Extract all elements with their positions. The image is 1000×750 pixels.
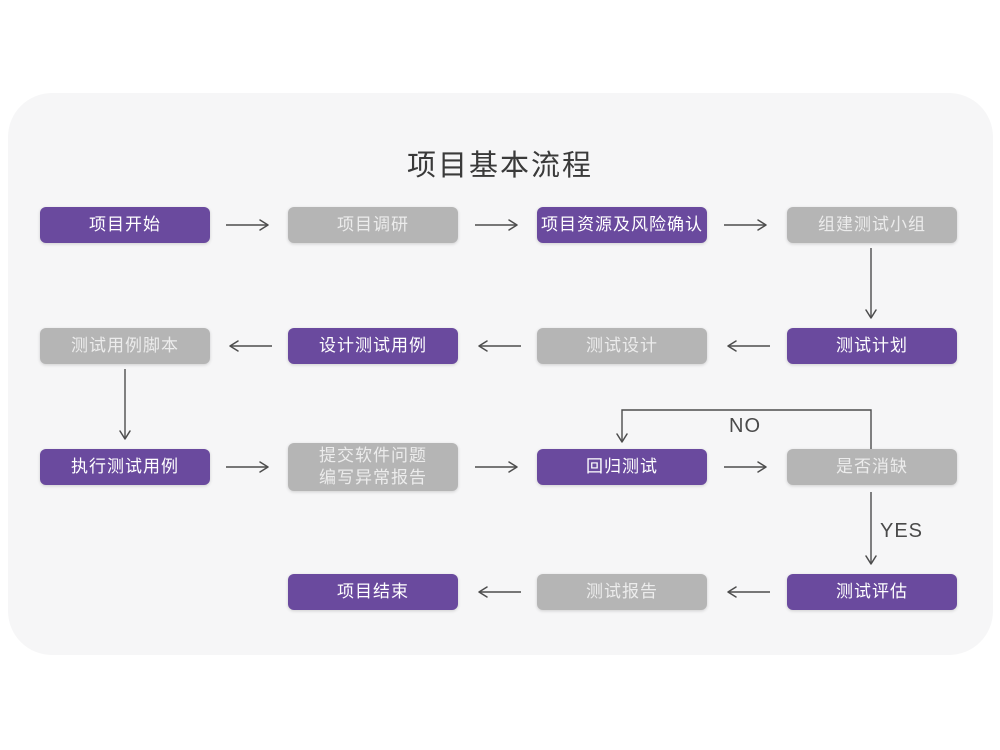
node-resource-risk: 项目资源及风险确认 — [537, 207, 707, 243]
node-label: 测试用例脚本 — [71, 335, 179, 355]
node-submit-issues: 提交软件问题 编写异常报告 — [288, 443, 458, 491]
node-test-report: 测试报告 — [537, 574, 707, 610]
node-project-research: 项目调研 — [288, 207, 458, 243]
node-label: 测试计划 — [836, 335, 908, 355]
node-label: 项目开始 — [89, 214, 161, 234]
node-label: 回归测试 — [586, 456, 658, 476]
node-label: 项目调研 — [337, 214, 409, 234]
node-label-line1: 提交软件问题 — [319, 445, 427, 465]
node-label: 设计测试用例 — [319, 335, 427, 355]
node-test-plan: 测试计划 — [787, 328, 957, 364]
node-label: 执行测试用例 — [71, 456, 179, 476]
node-label: 测试设计 — [586, 335, 658, 355]
node-execute-test-cases: 执行测试用例 — [40, 449, 210, 485]
node-defect-resolved: 是否消缺 — [787, 449, 957, 485]
node-project-start: 项目开始 — [40, 207, 210, 243]
node-label: 测试报告 — [586, 581, 658, 601]
node-test-design: 测试设计 — [537, 328, 707, 364]
node-label: 是否消缺 — [836, 456, 908, 476]
node-build-test-team: 组建测试小组 — [787, 207, 957, 243]
node-regression-test: 回归测试 — [537, 449, 707, 485]
node-test-evaluation: 测试评估 — [787, 574, 957, 610]
node-label: 组建测试小组 — [818, 214, 926, 234]
node-label-line2: 编写异常报告 — [319, 468, 427, 487]
node-label: 项目结束 — [337, 581, 409, 601]
node-design-test-cases: 设计测试用例 — [288, 328, 458, 364]
node-label: 项目资源及风险确认 — [541, 214, 703, 234]
node-project-end: 项目结束 — [288, 574, 458, 610]
page-title: 项目基本流程 — [406, 150, 593, 182]
node-label: 测试评估 — [836, 581, 908, 601]
edge-label-yes: YES — [880, 520, 924, 542]
edge-label-no: NO — [729, 415, 761, 437]
node-test-case-scripts: 测试用例脚本 — [40, 328, 210, 364]
flowchart-card — [8, 93, 993, 655]
